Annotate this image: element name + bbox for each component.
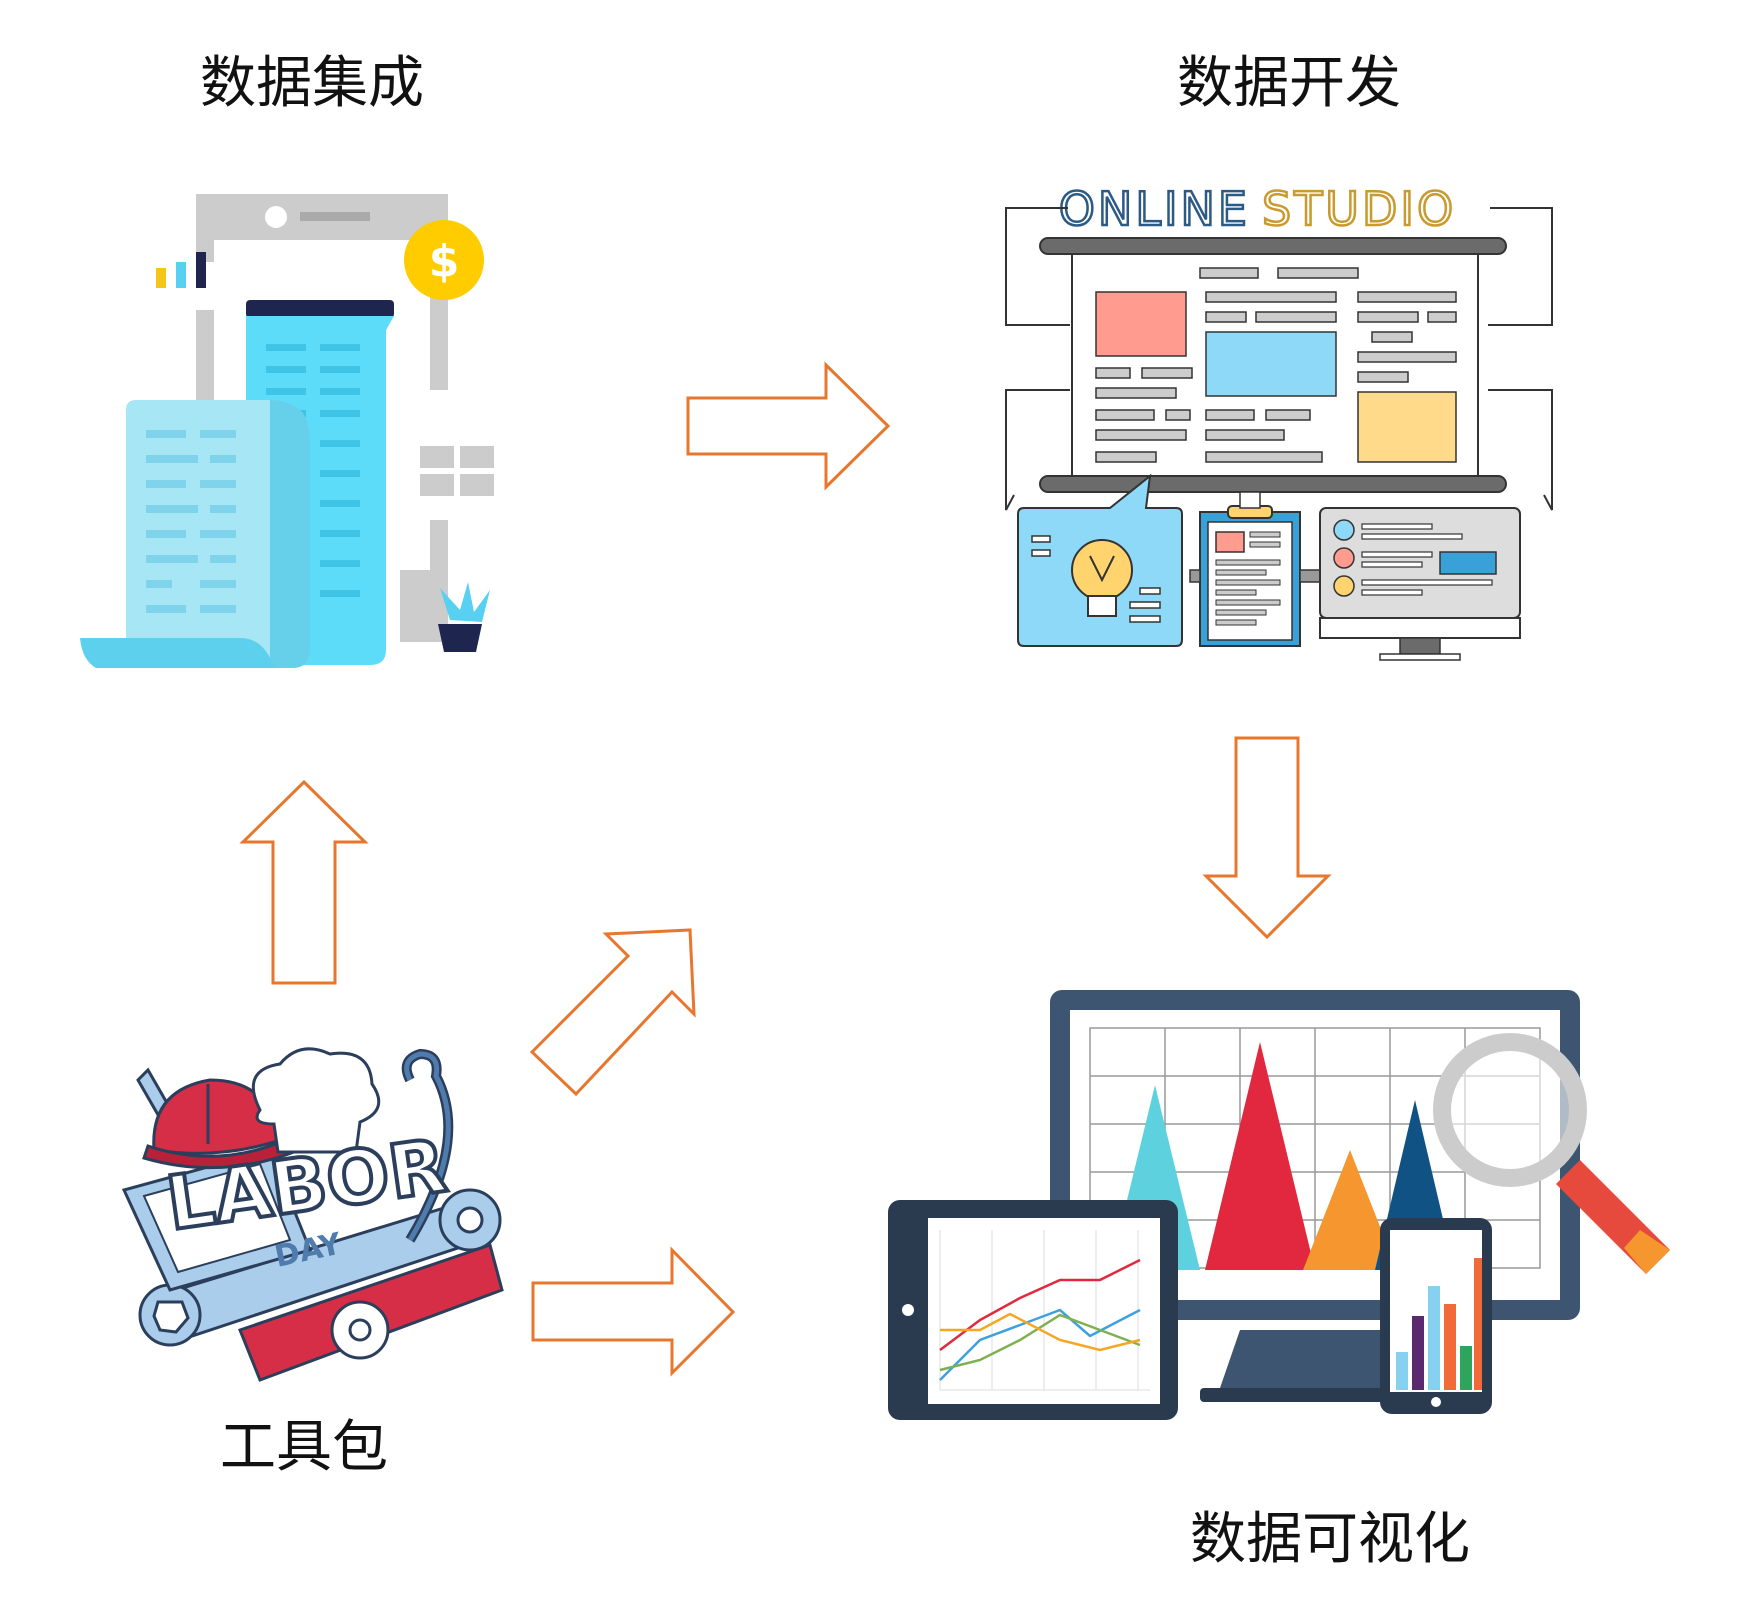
arrow-right-integration-to-development bbox=[686, 361, 891, 491]
arrow-up-toolkit-to-integration bbox=[239, 779, 369, 985]
arrow-diagonal-toolkit-to-development bbox=[529, 928, 696, 1097]
node-label-data-development: 数据开发 bbox=[1177, 51, 1401, 116]
node-label-data-integration: 数据集成 bbox=[200, 51, 424, 116]
toolkit-illustration-icon: LABOR DAY bbox=[121, 1047, 504, 1382]
studio-title-right-text: STUDIO bbox=[1262, 182, 1456, 236]
data-integration-illustration-icon: $ bbox=[80, 194, 494, 668]
data-visualization-illustration-icon bbox=[888, 990, 1670, 1420]
node-label-data-visualization: 数据可视化 bbox=[1190, 1507, 1470, 1572]
node-label-toolkit: 工具包 bbox=[220, 1415, 388, 1480]
studio-title-left-text: ONLINE bbox=[1059, 182, 1250, 236]
arrow-down-development-to-visualization bbox=[1202, 736, 1332, 940]
dollar-sign-text: $ bbox=[429, 236, 460, 287]
online-studio-illustration-icon: ONLINE STUDIO bbox=[1005, 181, 1553, 661]
arrow-right-toolkit-to-visualization bbox=[531, 1246, 736, 1377]
